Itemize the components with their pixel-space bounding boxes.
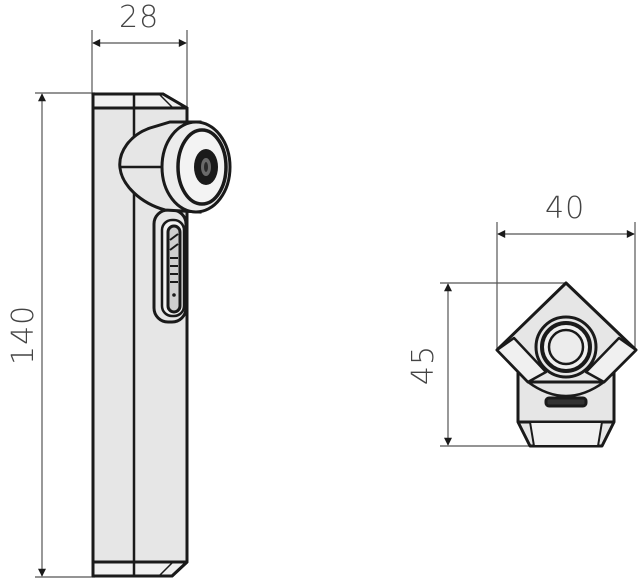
slider-switch: [152, 208, 188, 324]
dimension-label-140: 140: [6, 304, 41, 365]
end-view-head: [495, 281, 638, 398]
dimension-label-40: 40: [545, 191, 586, 226]
dimension-label-28: 28: [119, 0, 160, 35]
width-dimension-40: [496, 222, 636, 350]
end-view: [440, 222, 638, 448]
width-dimension-28: [91, 30, 188, 108]
side-view: [35, 30, 232, 578]
height-dimension-45: [440, 282, 565, 447]
dimension-label-45: 45: [406, 344, 441, 386]
lamp-head: [118, 120, 232, 214]
height-dimension-140: [35, 92, 95, 578]
